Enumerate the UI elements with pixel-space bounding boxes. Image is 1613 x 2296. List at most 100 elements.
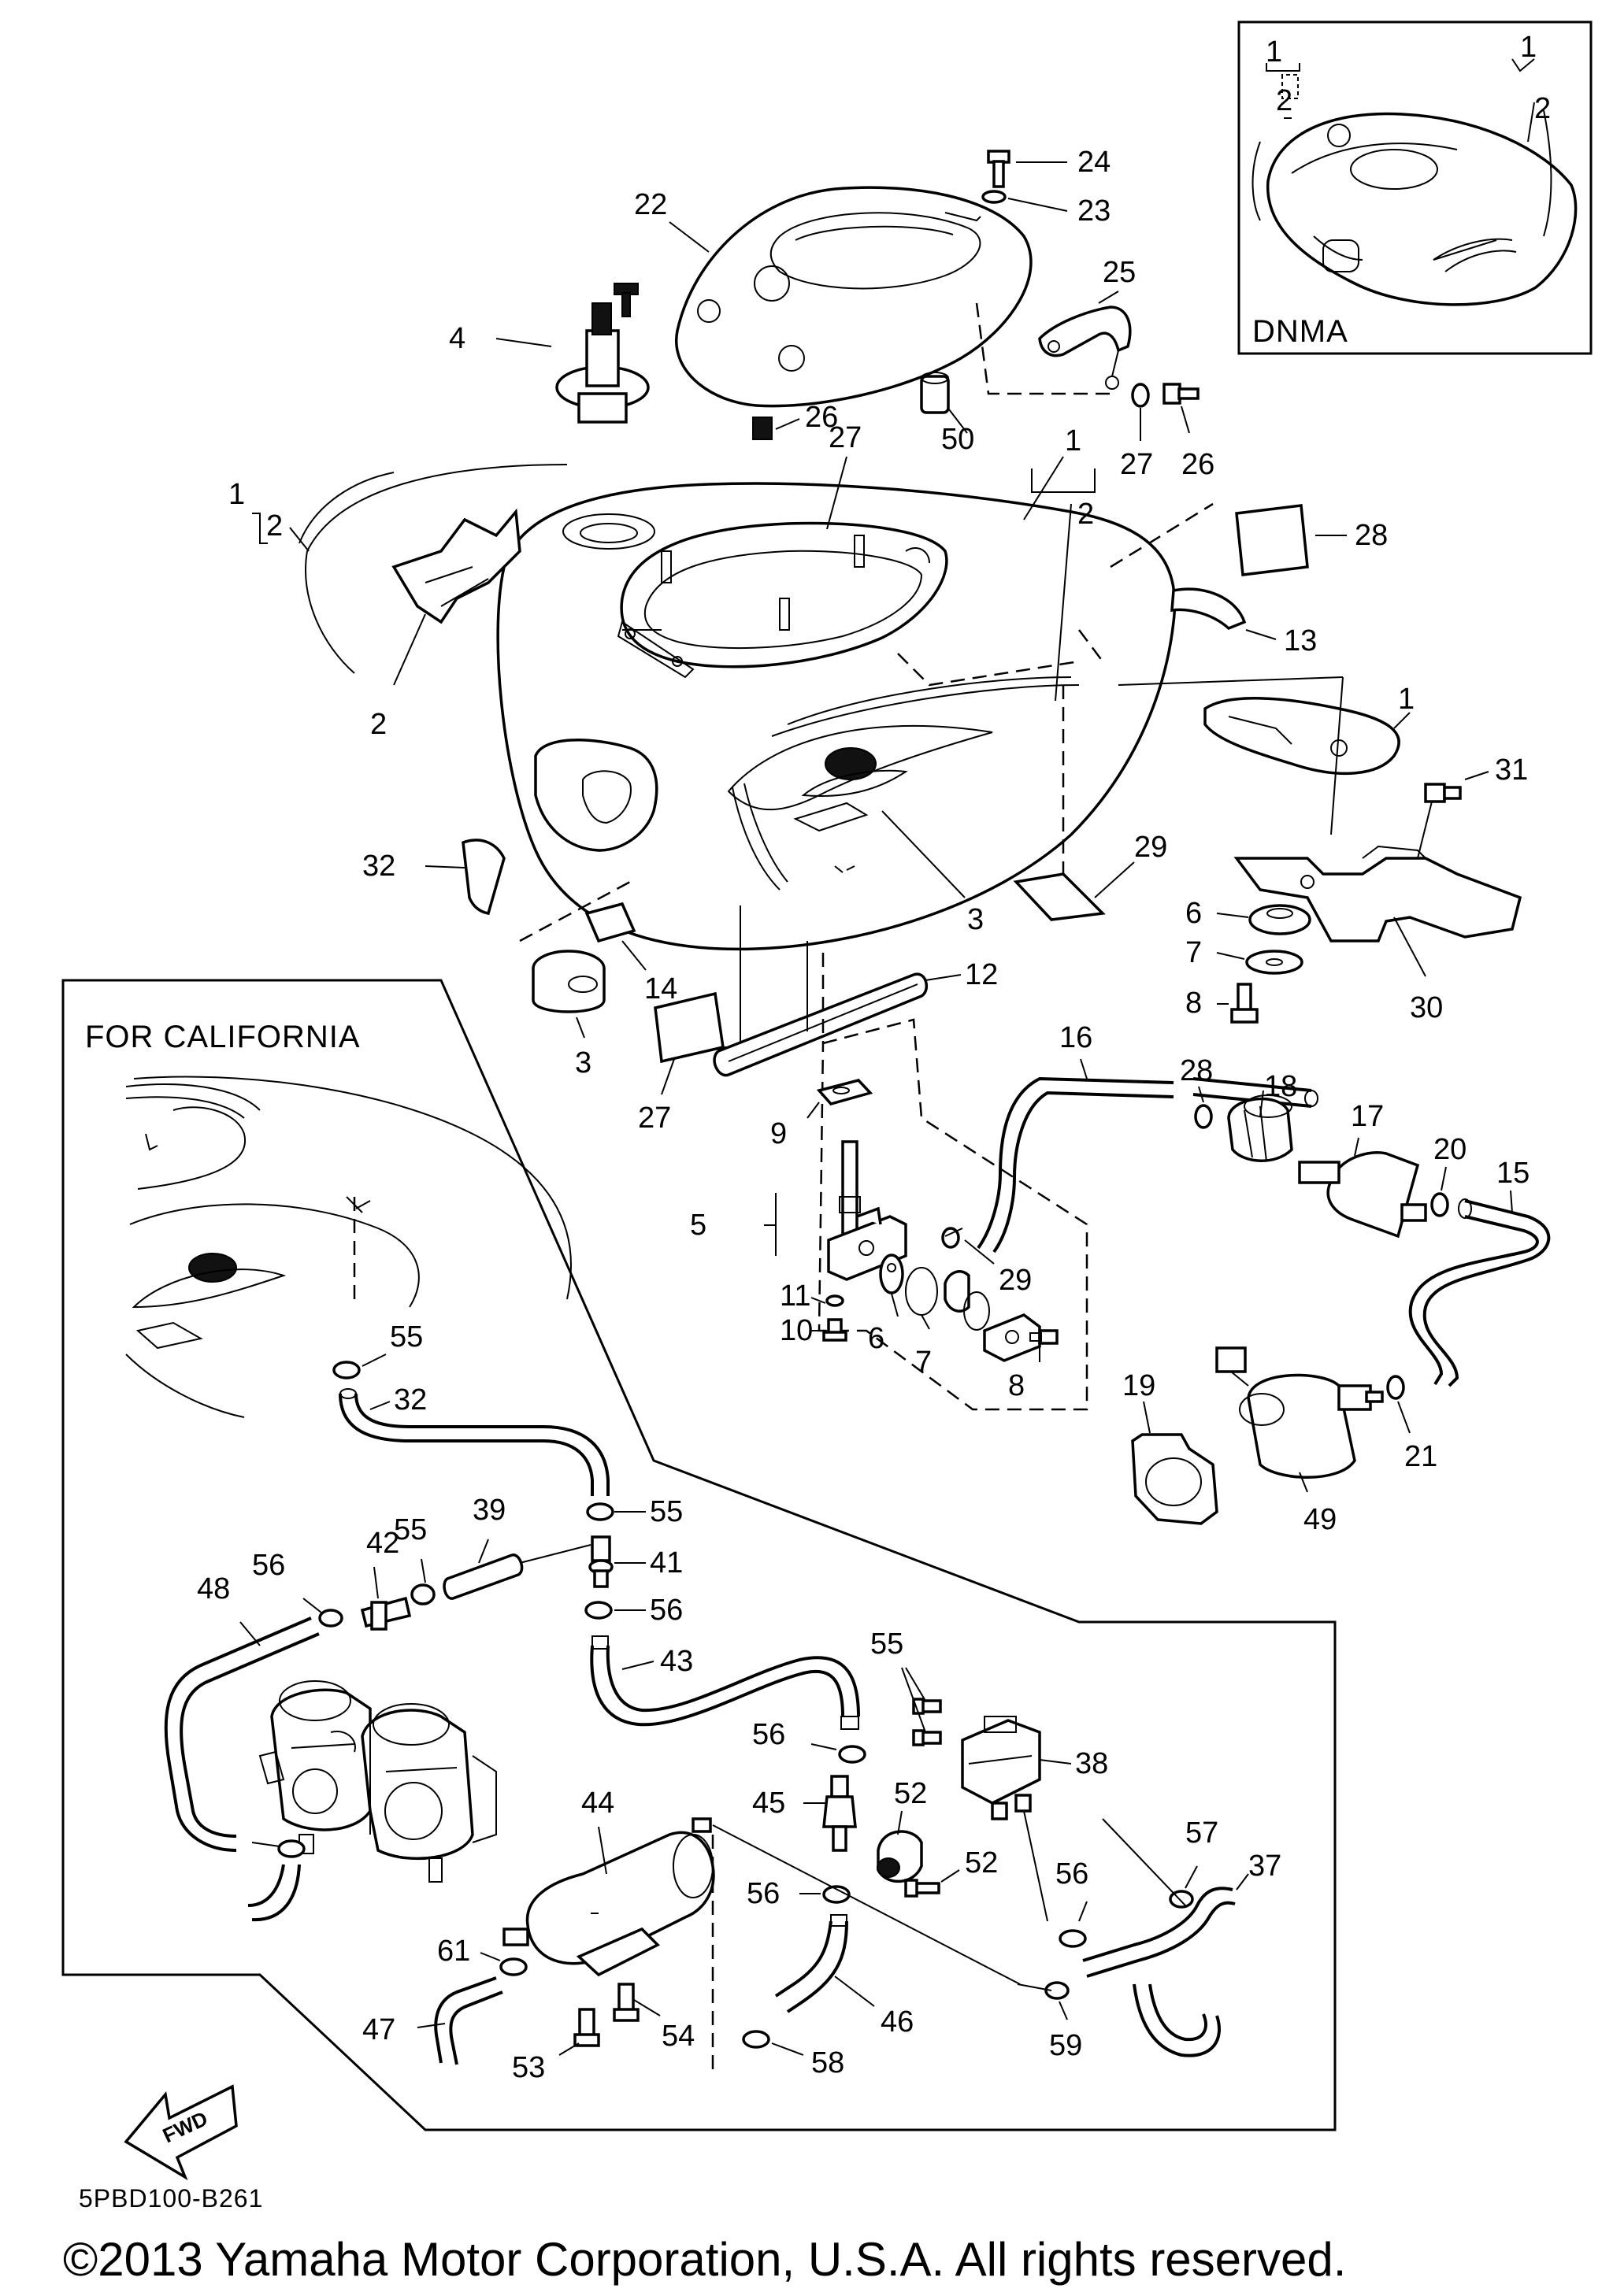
callout-42: 43 <box>660 1645 693 1678</box>
callout-6: 6 <box>1185 897 1202 930</box>
callout-10: 4 <box>449 322 465 355</box>
california-inset: FOR CALIFORNIA 55 32 55 41 56 <box>61 979 1337 2131</box>
callout-50: 52 <box>894 1777 927 1810</box>
callout-32: 26 <box>805 401 838 434</box>
callout-52: 53 <box>512 2051 545 2084</box>
solenoid-valve-48: 38 <box>961 1716 1108 1820</box>
callout-8: 8 <box>1185 987 1202 1020</box>
bolt-30: 24 <box>987 146 1111 188</box>
tank-top-cover: 22 <box>634 186 1033 408</box>
callout-34: 27 <box>1120 448 1153 481</box>
callout-17: 11 <box>780 1279 810 1313</box>
callout-59: 48 <box>197 1572 230 1605</box>
callout-48: 38 <box>1075 1747 1108 1780</box>
pad-36-right: 29 <box>1013 685 1167 921</box>
bracket-31: 25 <box>1038 256 1136 390</box>
callout-1: 1 <box>1520 31 1537 64</box>
callout-54: 55 <box>390 1320 423 1354</box>
callout-35: 27 <box>829 421 862 454</box>
callout-41: 41 <box>650 1546 683 1579</box>
callout-19: 13 <box>1284 624 1317 657</box>
fuel-cap-10: 4 <box>449 283 650 424</box>
callout-41: 42 <box>366 1527 399 1560</box>
callout-29: 23 <box>1077 194 1111 228</box>
callout-56: 56 <box>747 1877 780 1910</box>
callout-40: 32 <box>394 1383 427 1416</box>
callout-18: 12 <box>965 958 998 991</box>
callout-47: 37 <box>1248 1850 1281 1883</box>
callout-25: 19 <box>1122 1369 1155 1402</box>
callout-1: 1 <box>1065 424 1081 457</box>
washer-29: 23 <box>981 190 1111 228</box>
callout-36: 29 <box>1134 831 1167 864</box>
cap-9: 3 <box>519 880 631 1079</box>
callout-9: 3 <box>575 1046 591 1079</box>
callout-4: 2 <box>370 708 387 741</box>
fuel-hose-21: 15 <box>1408 1157 1551 1387</box>
callout-44: 46 <box>881 2005 914 2039</box>
callout-36: 28 <box>1355 519 1388 552</box>
callout-37: 32 <box>362 850 395 883</box>
callout-31: 25 <box>1103 256 1136 289</box>
callout-2: 2 <box>266 509 283 543</box>
callout-30: 24 <box>1077 146 1111 179</box>
callout-2: 2 <box>1077 498 1094 531</box>
callout-23: 17 <box>1351 1100 1384 1133</box>
callout-11: 5 <box>690 1209 706 1242</box>
carburetor-icon <box>258 1680 497 1883</box>
callout-33: 26 <box>1181 448 1214 481</box>
bracket-38: 30 <box>1233 845 1522 1024</box>
callout-39: 31 <box>1495 754 1528 787</box>
collar-61: 50 <box>920 372 974 456</box>
callout-55: 55 <box>394 1513 427 1546</box>
fuel-filter-23: 17 <box>1298 1100 1427 1239</box>
callout-38: 30 <box>1410 991 1443 1024</box>
tank-emblem-icon <box>793 747 908 832</box>
callout-43: 45 <box>752 1787 785 1820</box>
fuel-pump-60: 49 <box>1215 1346 1384 1536</box>
callout-20: 14 <box>644 972 677 1005</box>
callout-51: 52 <box>965 1846 998 1879</box>
damper-6: 6 <box>1185 897 1311 935</box>
callout-14: 8 <box>1008 1369 1025 1402</box>
callout-55: 56 <box>752 1718 785 1751</box>
california-label: FOR CALIFORNIA <box>85 1020 361 1054</box>
callout-36: 27 <box>638 1102 671 1135</box>
callout-7: 7 <box>1185 936 1202 969</box>
callout-28: 22 <box>634 188 667 221</box>
canister-45: 44 <box>502 1787 1021 2075</box>
cover-5: 1 <box>1118 676 1415 835</box>
callout-1: 1 <box>1266 35 1282 69</box>
dnma-inset: 1 2 1 2 DNMA <box>1237 20 1593 355</box>
callout-22: 16 <box>1059 1021 1092 1054</box>
callout-16: 10 <box>780 1314 813 1347</box>
callout-26: 20 <box>1433 1133 1467 1166</box>
callout-1: 1 <box>228 478 245 511</box>
callout-56: 58 <box>811 2046 844 2079</box>
fuel-cock-assembly: 5 9 8 6 7 11 10 <box>690 953 1088 1411</box>
callout-27: 29 <box>999 1264 1032 1297</box>
clamp-26b: 21 <box>1386 1375 1437 1473</box>
bolt-39: 31 <box>1409 754 1528 891</box>
callout-52: 54 <box>662 2020 695 2053</box>
callout-45: 44 <box>581 1787 614 1820</box>
fwd-arrow-icon: FWD <box>124 2084 238 2181</box>
callout-60: 49 <box>1303 1503 1337 1536</box>
callout-12: 6 <box>868 1322 884 1355</box>
clamp-27a: 29 <box>941 1227 1032 1297</box>
callout-46: 47 <box>362 2013 395 2046</box>
bracket-25: 19 <box>1122 1369 1218 1525</box>
fitting-24: 18 <box>1227 1070 1297 1162</box>
callout-55: 55 <box>650 1495 683 1528</box>
callout-53: 55 <box>870 1628 903 1661</box>
callout-55: 56 <box>650 1594 683 1627</box>
decal-4: 2 <box>298 464 568 741</box>
pad-36-upper: 28 <box>1110 502 1388 576</box>
callout-15: 9 <box>770 1117 787 1150</box>
callout-56: 59 <box>1049 2029 1082 2062</box>
nut-32: 26 <box>752 401 838 440</box>
callout-56: 57 <box>1185 1816 1218 1850</box>
callout-26: 21 <box>1404 1440 1437 1473</box>
callout-5: 1 <box>1398 683 1415 716</box>
